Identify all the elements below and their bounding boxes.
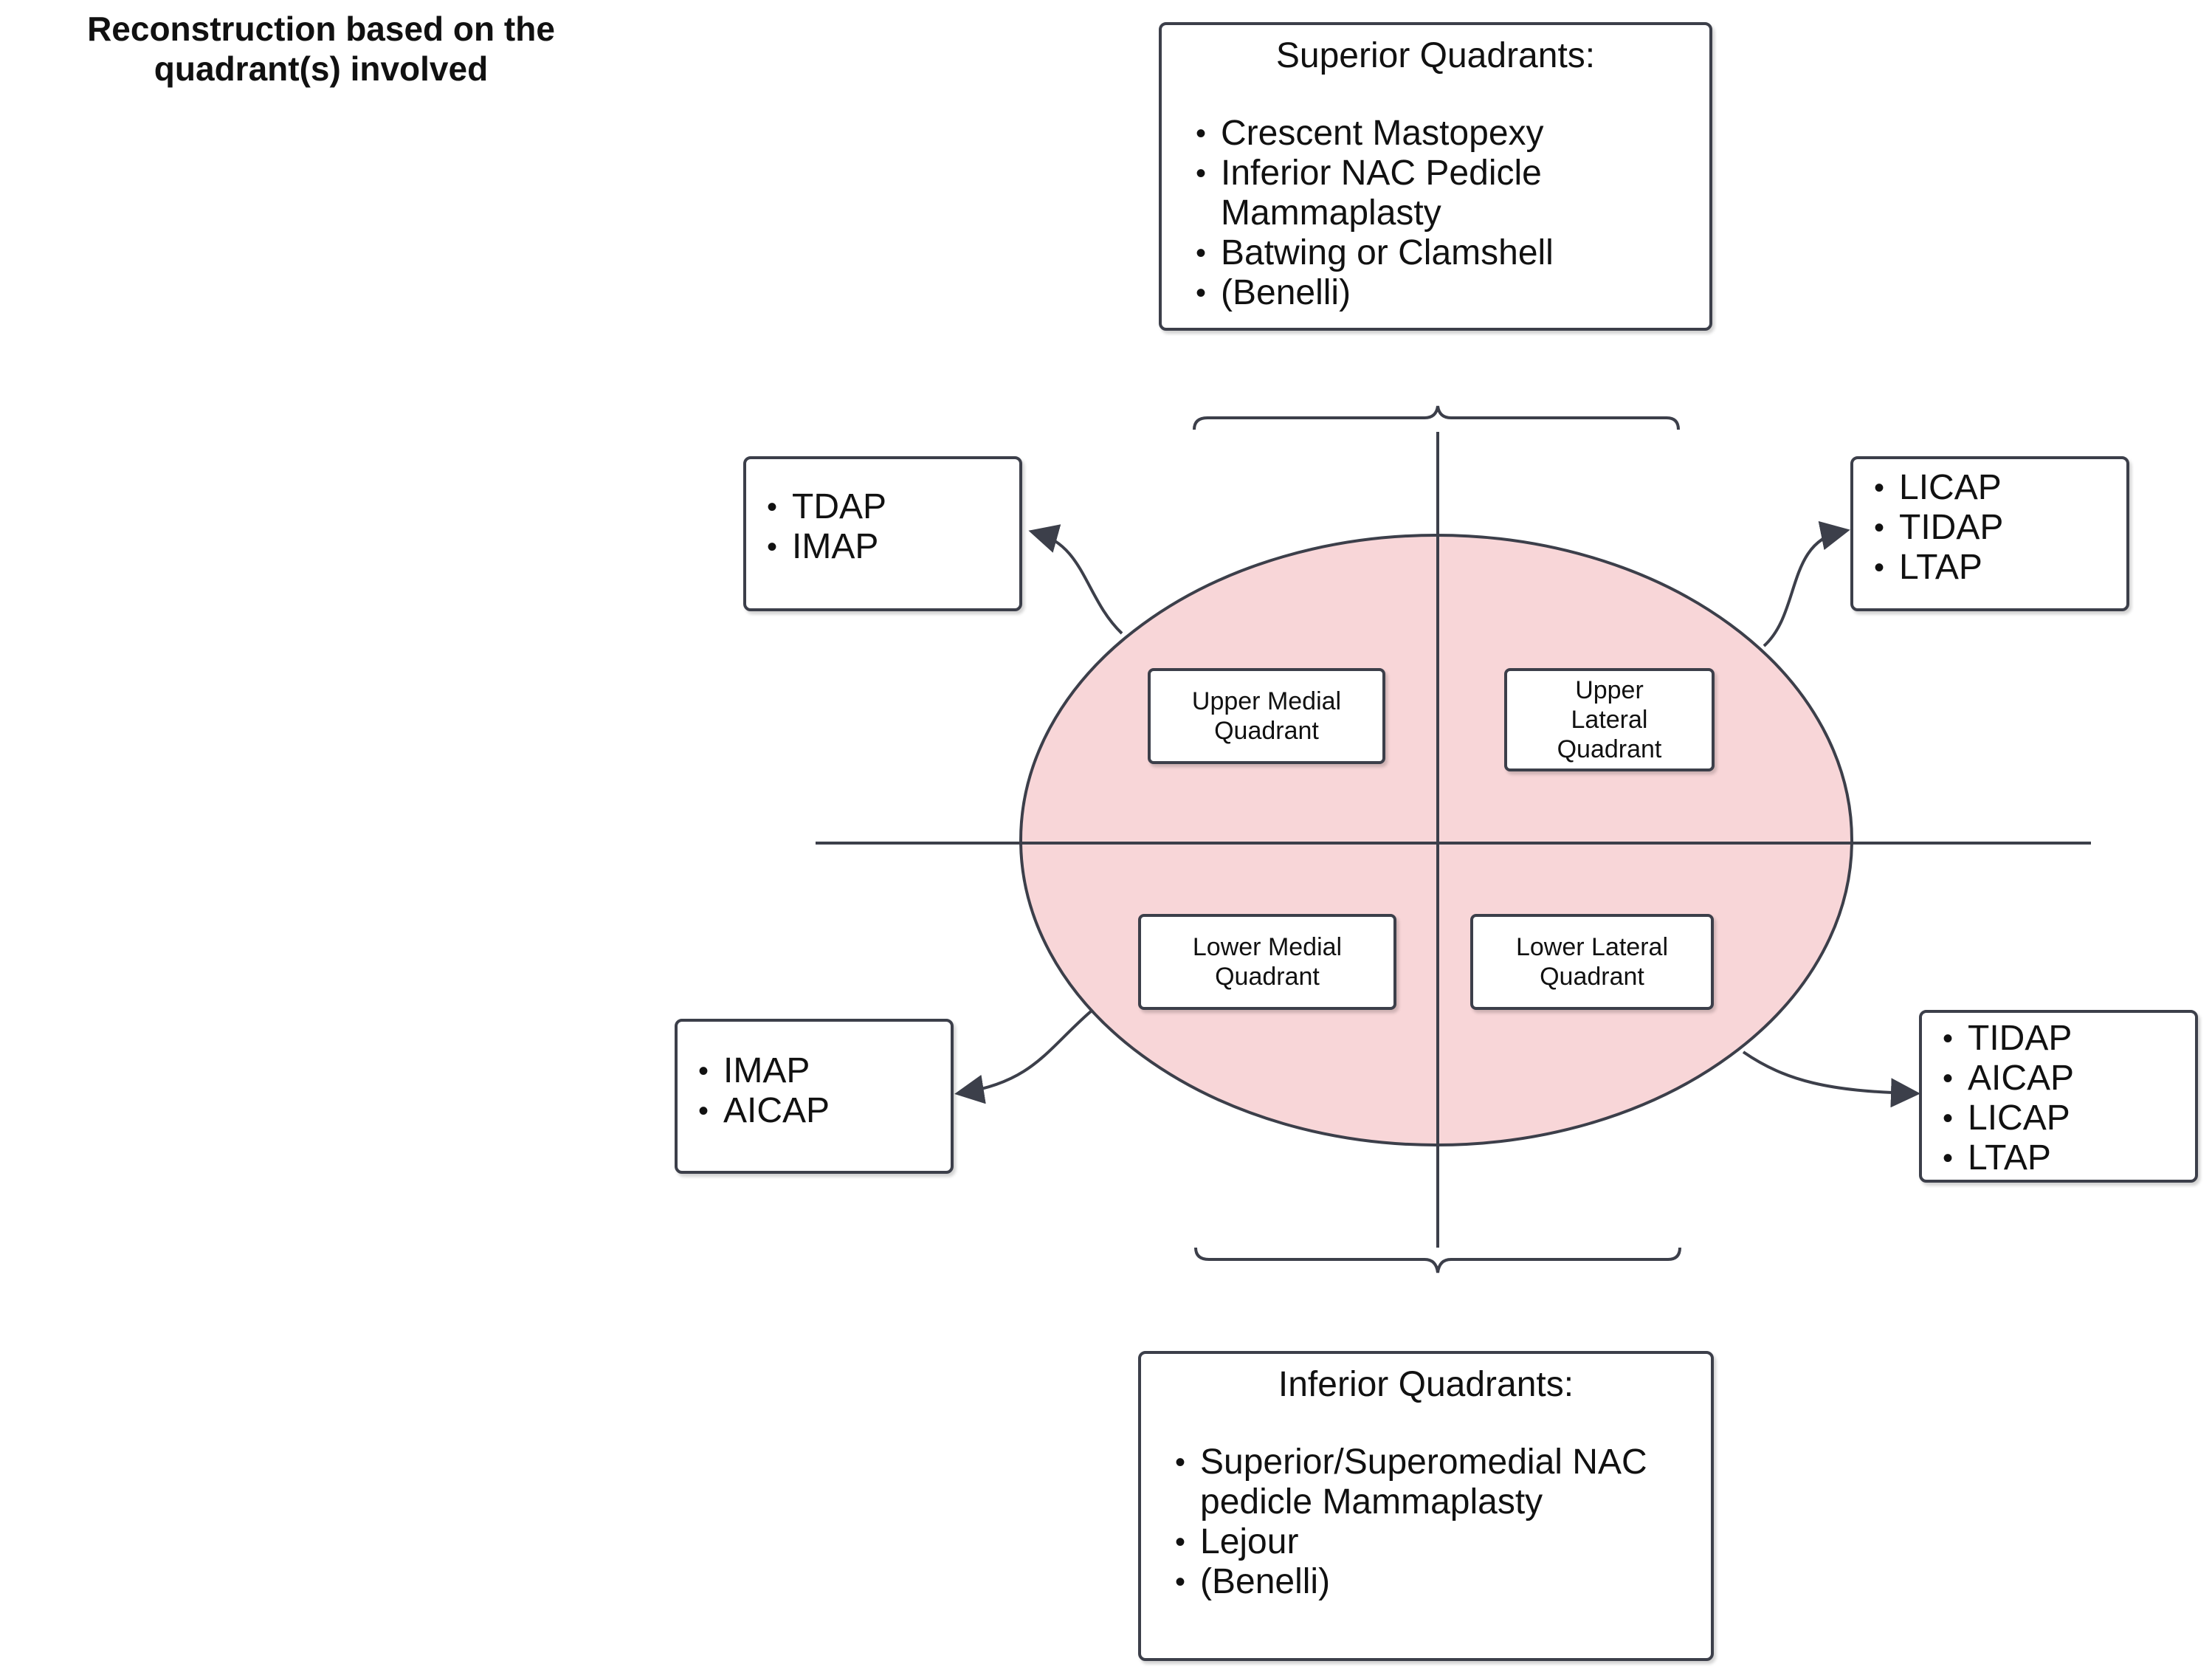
superior-brace xyxy=(1193,405,1680,430)
list-item: Batwing or Clamshell xyxy=(1191,233,1687,273)
upper-lateral-flaps-list: LICAP TIDAP LTAP xyxy=(1870,468,2112,588)
lower-lateral-flaps-box: TIDAP AICAP LICAP LTAP xyxy=(1919,1010,2198,1183)
lower-medial-flaps-list: IMAP AICAP xyxy=(694,1051,936,1131)
list-item: IMAP xyxy=(762,527,1005,567)
arrow-upper-medial xyxy=(1028,524,1123,635)
list-item: IMAP xyxy=(694,1051,936,1091)
superior-quadrants-box: Superior Quadrants: Crescent Mastopexy I… xyxy=(1159,22,1712,331)
upper-medial-flaps-list: TDAP IMAP xyxy=(762,487,1005,567)
page-title: Reconstruction based on the quadrant(s) … xyxy=(87,10,555,88)
lower-lateral-flaps-list: TIDAP AICAP LICAP LTAP xyxy=(1938,1019,2180,1178)
superior-quadrants-heading: Superior Quadrants: xyxy=(1275,36,1596,75)
list-item: AICAP xyxy=(1938,1059,2180,1098)
inferior-quadrants-list: Superior/Superomedial NAC pedicle Mammap… xyxy=(1171,1443,1689,1602)
list-item: LTAP xyxy=(1938,1138,2180,1178)
list-item: LICAP xyxy=(1938,1098,2180,1138)
inferior-quadrants-box: Inferior Quadrants: Superior/Superomedia… xyxy=(1138,1351,1714,1661)
list-item: LTAP xyxy=(1870,548,2112,588)
list-item: AICAP xyxy=(694,1091,936,1131)
list-item: Lejour xyxy=(1171,1522,1689,1562)
list-item: (Benelli) xyxy=(1191,273,1687,313)
list-item: Inferior NAC Pedicle Mammaplasty xyxy=(1191,154,1687,233)
list-item: TIDAP xyxy=(1938,1019,2180,1059)
list-item: Superior/Superomedial NAC pedicle Mammap… xyxy=(1171,1443,1689,1522)
upper-medial-flaps-box: TDAP IMAP xyxy=(743,456,1022,611)
arrow-lower-lateral xyxy=(1742,1051,1920,1108)
superior-quadrants-list: Crescent Mastopexy Inferior NAC Pedicle … xyxy=(1191,114,1687,313)
upper-lateral-flaps-box: LICAP TIDAP LTAP xyxy=(1850,456,2129,611)
inferior-quadrants-heading: Inferior Quadrants: xyxy=(1278,1365,1574,1404)
list-item: Crescent Mastopexy xyxy=(1191,114,1687,154)
arrow-lower-medial xyxy=(954,1010,1092,1104)
list-item: (Benelli) xyxy=(1171,1562,1689,1602)
lower-medial-flaps-box: IMAP AICAP xyxy=(675,1019,954,1174)
upper-lateral-quadrant-label: Upper Lateral Quadrant xyxy=(1504,668,1715,771)
inferior-brace xyxy=(1194,1247,1681,1273)
arrow-upper-lateral xyxy=(1763,520,1850,647)
lower-medial-quadrant-label: Lower Medial Quadrant xyxy=(1138,914,1396,1010)
upper-medial-quadrant-label: Upper Medial Quadrant xyxy=(1148,668,1385,764)
list-item: TDAP xyxy=(762,487,1005,527)
list-item: LICAP xyxy=(1870,468,2112,508)
lower-lateral-quadrant-label: Lower Lateral Quadrant xyxy=(1470,914,1714,1010)
list-item: TIDAP xyxy=(1870,508,2112,548)
